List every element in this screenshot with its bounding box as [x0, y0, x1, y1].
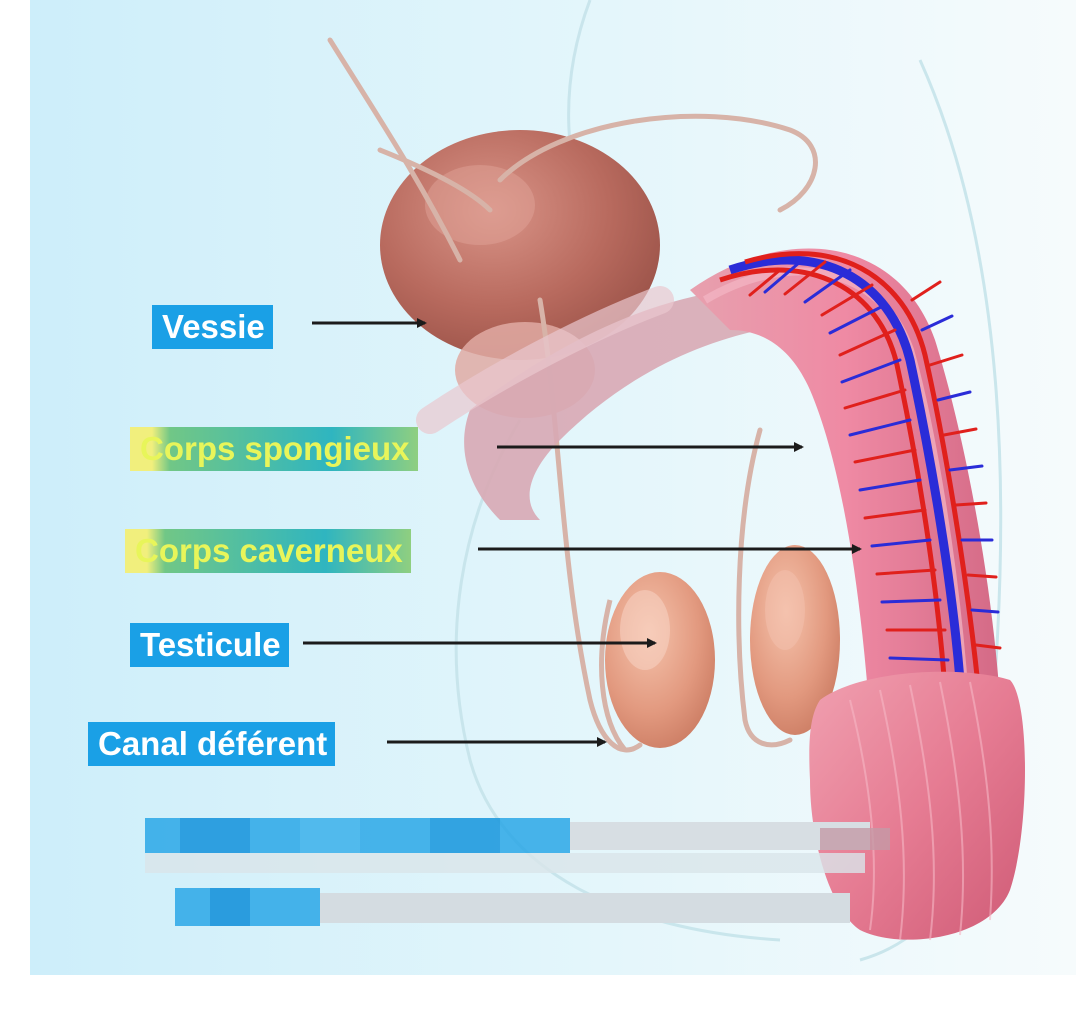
obscured-label-bars [145, 818, 890, 926]
label-canal-deferent: Canal déférent [88, 722, 335, 766]
label-vessie: Vessie [152, 305, 273, 349]
label-testicule: Testicule [130, 623, 289, 667]
label-corps-caverneux: Corps caverneux [125, 529, 411, 573]
label-corps-spongieux: Corps spongieux [130, 427, 418, 471]
